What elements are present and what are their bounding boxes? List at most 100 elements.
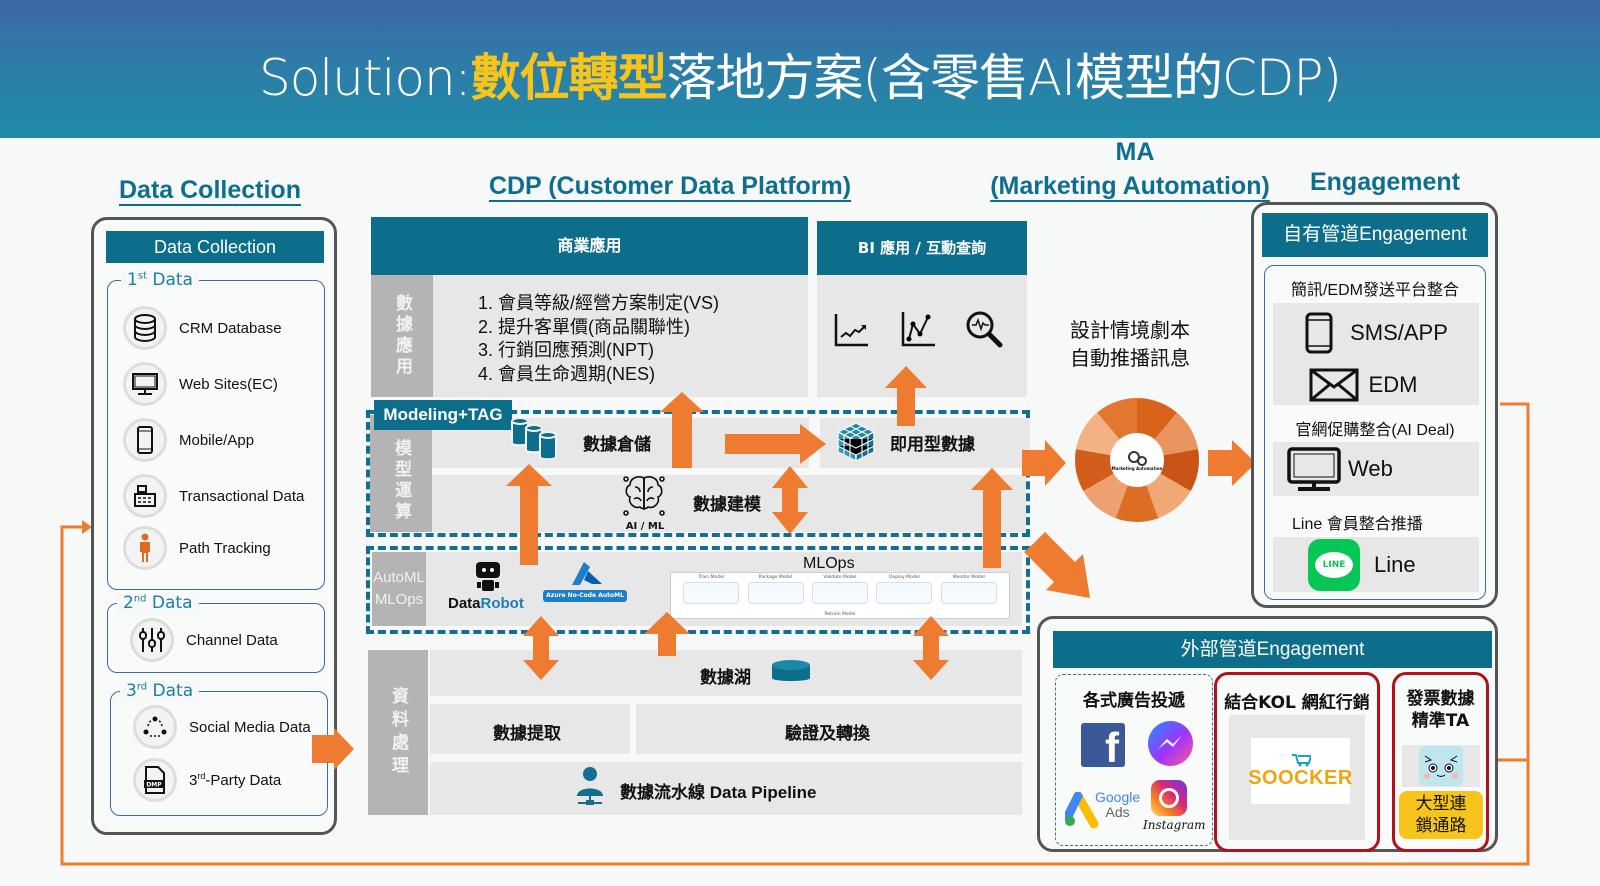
section-title-ma-full: (Marketing Automation) — [990, 172, 1270, 200]
title-suffix: 落地方案(含零售AI模型的CDP) — [666, 49, 1343, 107]
invoice-box — [1392, 672, 1489, 852]
ai-brain-icon — [623, 476, 665, 516]
application-item: 1. 會員等級/經營方案制定(VS) — [478, 293, 720, 313]
validate-panel — [636, 704, 1022, 754]
mobile-icon — [123, 418, 167, 462]
first-party-group — [107, 280, 325, 590]
data-lake-label: 數據湖 — [700, 668, 751, 688]
azure-icon — [572, 562, 602, 585]
application-list: 1. 會員等級/經營方案制定(VS) 2. 提升客單價(商品關聯性) 3. 行銷… — [478, 292, 719, 386]
data-source-item: Mobile/App — [123, 418, 254, 462]
data-lake-icon — [772, 660, 810, 681]
side-label-data-processing: 資料處理 — [368, 650, 428, 815]
ma-description: 設計情境劇本自動推播訊息 — [1060, 316, 1200, 372]
extract-panel — [430, 704, 630, 754]
side-label-model-compute: 模型運算 — [370, 415, 432, 532]
line-chart-icon — [834, 314, 868, 347]
instagram-label: Instagram — [1143, 818, 1206, 832]
data-source-item: Path Tracking — [123, 526, 271, 570]
monitor-icon — [123, 362, 167, 406]
soocker-logo[interactable]: SOOCKER — [1248, 738, 1353, 804]
gears-icon — [1128, 450, 1147, 466]
mlops-retrain: Retrain Model — [824, 612, 856, 617]
data-source-label: 3rd-Party Data — [189, 771, 282, 789]
bi-header: BI 應用 / 互動查詢 — [817, 221, 1027, 275]
owned-engagement-header: 自有管道Engagement — [1262, 213, 1488, 257]
application-item: 4. 會員生命週期(NES) — [478, 363, 656, 384]
owned-channels-box — [1264, 265, 1486, 600]
pipeline-panel — [430, 762, 1022, 815]
web-group-title: 官網促購整合(AI Deal) — [1295, 422, 1455, 439]
mlops-title: MLOps — [803, 555, 855, 572]
web-channel: Web — [1286, 446, 1393, 492]
ads-title: 各式廣告投遞 — [1083, 691, 1185, 711]
edm-channel: EDM — [1273, 368, 1453, 402]
mlops-step: Train Model — [683, 575, 740, 604]
facebook-icon[interactable]: f — [1081, 723, 1125, 767]
envelope-icon — [1309, 368, 1359, 402]
line-label: Line — [1374, 552, 1416, 577]
datarobot-icon — [476, 562, 500, 591]
messenger-icon[interactable] — [1148, 721, 1193, 766]
invoice-title: 發票數據精準TA — [1406, 689, 1475, 731]
person-icon — [123, 526, 167, 570]
modeling-panel — [381, 475, 1026, 532]
ma-desc-line: 設計情境劇本 — [1070, 318, 1190, 342]
monitor-icon — [1287, 447, 1341, 491]
application-item: 3. 行銷回應預測(NPT) — [478, 340, 655, 360]
title-banner — [0, 0, 1600, 138]
data-cube-icon — [836, 422, 876, 463]
data-collection-header: Data Collection — [106, 231, 324, 263]
third-party-label: 3rd Data — [120, 681, 200, 701]
kol-title: 結合KOL 網紅行銷 — [1224, 693, 1370, 713]
data-source-item: DMP 3rd-Party Data — [133, 758, 281, 802]
section-title-data-collection: Data Collection — [119, 176, 301, 204]
title-prefix: Solution: — [258, 49, 472, 107]
azure-automl-label: Azure No-Code AutoML — [543, 590, 627, 602]
data-source-label: Path Tracking — [179, 539, 271, 557]
business-application-panel — [371, 275, 808, 397]
kol-box — [1214, 672, 1380, 852]
soocker-text: SOOCKER — [1248, 766, 1353, 789]
mlops-diagram: Train Model Package Model Validate Model… — [670, 572, 1010, 619]
edm-label: EDM — [1368, 372, 1418, 397]
sliders-icon — [130, 618, 174, 662]
data-flow-arrow — [312, 735, 336, 763]
line-app-icon: LINE — [1308, 539, 1360, 591]
svg-text:DMP: DMP — [146, 782, 162, 789]
dmp-file-icon: DMP — [133, 758, 177, 802]
datarobot-logo: DataRobot — [448, 595, 524, 612]
magnify-pulse-icon — [966, 311, 1003, 348]
data-warehouse-icon — [511, 417, 557, 461]
pipeline-label: 數據流水線 Data Pipeline — [620, 783, 817, 802]
ai-ml-label: AI / ML — [625, 521, 665, 532]
mlops-step: Validate Model — [811, 575, 868, 604]
data-source-label: Channel Data — [186, 631, 278, 649]
google-ads-icon[interactable] — [1065, 792, 1101, 828]
database-icon — [123, 306, 167, 350]
modeling-tag-label: Modeling+TAG — [374, 400, 512, 430]
data-source-item: Channel Data — [130, 618, 278, 662]
modeling-label: 數據建模 — [693, 495, 761, 515]
page-title: Solution:數位轉型落地方案(含零售AI模型的CDP) — [0, 38, 1600, 110]
data-source-label: Social Media Data — [189, 718, 311, 736]
ads-box — [1055, 674, 1213, 846]
warehouse-label: 數據倉儲 — [583, 435, 651, 455]
section-title-cdp: CDP (Customer Data Platform) — [488, 172, 852, 200]
mlops-step: Monitor Model — [940, 575, 997, 604]
data-source-item: Web Sites(EC) — [123, 362, 278, 406]
web-label: Web — [1348, 456, 1393, 481]
cash-register-icon — [123, 474, 167, 518]
second-party-group — [107, 603, 325, 673]
shopping-cart-icon — [1291, 753, 1311, 766]
social-network-icon — [133, 705, 177, 749]
sms-app-label: SMS/APP — [1350, 320, 1448, 345]
sms-edm-group-title: 簡訊/EDM發送平台整合 — [1290, 282, 1459, 299]
validate-label: 驗證及轉換 — [785, 724, 870, 744]
data-source-label: Transactional Data — [179, 487, 305, 505]
instagram-icon[interactable] — [1151, 780, 1187, 816]
data-source-label: CRM Database — [179, 319, 282, 337]
ready-data-label: 即用型數據 — [890, 435, 975, 455]
